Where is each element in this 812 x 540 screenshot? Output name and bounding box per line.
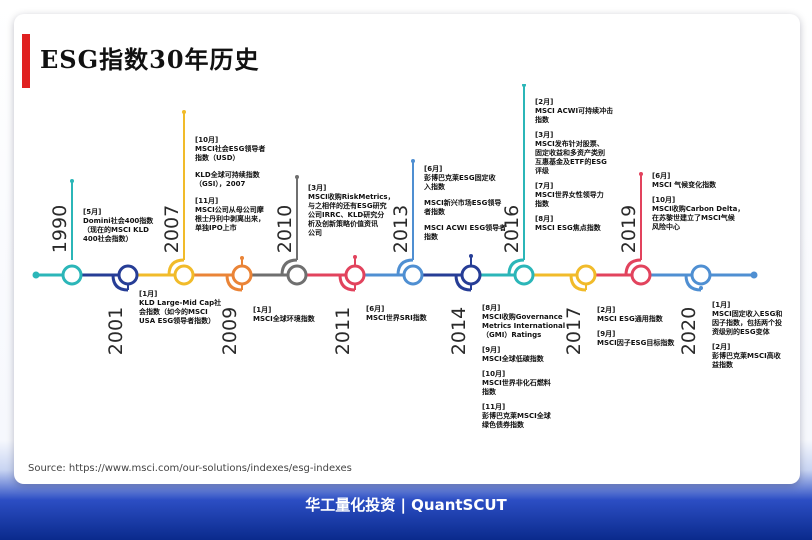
page-title: ESG指数30年历史 <box>40 45 260 74</box>
milestone-node <box>231 264 253 286</box>
content-card <box>14 14 800 484</box>
node-arc <box>338 274 356 292</box>
connector-end-dot <box>240 256 244 260</box>
milestone-year: 2020 <box>678 306 700 356</box>
connector-end-dot <box>295 175 299 179</box>
connector-end-dot <box>522 84 526 87</box>
milestone-node <box>286 264 308 286</box>
milestone-event: KLD全球可持续指数 （GSI），2007 <box>195 171 260 188</box>
node-arc <box>569 274 587 292</box>
node-arc <box>396 258 414 276</box>
milestone-event: [10月] MSCI世界非化石燃料 指数 <box>482 370 551 396</box>
milestone-year: 2010 <box>274 204 296 254</box>
milestone-year: 2001 <box>105 306 127 356</box>
connector-end-dot <box>699 286 703 290</box>
node-arc <box>280 258 298 276</box>
milestone-year: 2013 <box>390 204 412 254</box>
milestone-event: [2月] 彭博巴克莱MSCI高收 益指数 <box>712 343 781 369</box>
milestone-node <box>344 264 366 286</box>
milestone-node <box>513 264 535 286</box>
milestone-node <box>173 264 195 286</box>
milestone-node <box>690 264 712 286</box>
milestone-event: [1月] MSCI全球环境指数 <box>253 306 315 323</box>
milestone-event: [8月] MSCI收购Governance Metrics Internatio… <box>482 304 566 339</box>
source-note: Source: https://www.msci.com/our-solutio… <box>28 463 352 474</box>
milestone-event: MSCI ACWI ESG领导者 指数 <box>424 224 507 241</box>
milestone-event: [7月] MSCI世界女性领导力 指数 <box>535 182 604 208</box>
esg-timeline: 1990 [5月] Domini社会400指数 （现在的MSCI KLD 400社… <box>22 84 792 460</box>
milestone-event: [6月] MSCI 气候变化指数 <box>652 172 717 189</box>
milestone-event: [6月] MSCI世界SRI指数 <box>366 305 427 322</box>
milestone-event: [2月] MSCI ACWI可持续冲击 指数 <box>535 98 614 124</box>
milestone-event: [2月] MSCI ESG通用指数 <box>597 306 663 323</box>
milestone-year: 2011 <box>332 306 354 356</box>
title-accent-bar <box>22 34 30 88</box>
node-arc <box>167 258 185 276</box>
connector-end-dot <box>411 159 415 163</box>
connector-end-dot <box>70 179 74 183</box>
milestone-year: 2016 <box>501 204 523 254</box>
milestone-node <box>630 264 652 286</box>
milestone-node <box>402 264 424 286</box>
milestone-event: [3月] MSCI发布针对股票、 固定收益和多资产类别 互惠基金及ETF的ESG… <box>535 131 607 175</box>
milestone-event: [9月] MSCI因子ESG目标指数 <box>597 330 675 347</box>
node-arc <box>111 274 129 292</box>
milestone-year: 1990 <box>49 204 71 254</box>
node-arc <box>684 274 702 292</box>
timeline-graphic <box>32 84 758 292</box>
milestone-event: MSCI新兴市场ESG领导 者指数 <box>424 199 502 216</box>
connector-end-dot <box>639 172 643 176</box>
milestone-year: 2019 <box>618 204 640 254</box>
milestone-year: 2014 <box>448 306 470 356</box>
milestone-event: [3月] MSCI收购RiskMetrics， 与之相伴的还有ESG研究 公司I… <box>308 184 395 237</box>
milestone-node <box>117 264 139 286</box>
node-arc <box>507 258 525 276</box>
connector-end-dot <box>182 110 186 114</box>
axis-start-dot <box>32 271 40 279</box>
milestone-node <box>61 264 83 286</box>
milestone-event: [1月] KLD Large-Mid Cap社 会指数（如今的MSCI USA … <box>139 290 222 325</box>
connector-end-dot <box>353 255 357 259</box>
footer-brand: 华工量化投资 | QuantSCUT <box>305 496 507 514</box>
node-arc <box>454 274 472 292</box>
milestone-event: [10月] MSCI收购Carbon Delta， 在苏黎世建立了MSCI气候 … <box>652 196 745 231</box>
milestone-event: [6月] 彭博巴克莱ESG固定收 入指数 <box>424 165 496 191</box>
milestone-event: [1月] MSCI固定收入ESG和 因子指数，包括两个投 资级别的ESG变体 <box>712 301 783 336</box>
milestone-event: [10月] MSCI社会ESG领导者 指数（USD） <box>195 136 266 162</box>
milestone-year: 2009 <box>219 306 241 356</box>
milestone-event: [11月] 彭博巴克莱MSCI全球 绿色债券指数 <box>482 403 551 429</box>
milestone-node <box>575 264 597 286</box>
connector-end-dot <box>469 254 473 258</box>
node-arc <box>624 258 642 276</box>
node-arc <box>225 274 243 292</box>
milestone-node <box>460 264 482 286</box>
milestone-event: [9月] MSCI全球低碳指数 <box>482 346 544 363</box>
milestone-event: [8月] MSCI ESG焦点指数 <box>535 215 601 232</box>
axis-end-dot <box>750 271 758 279</box>
milestone-event: [11月] MSCI公司从母公司摩 根士丹利中剥离出来， 单独IPO上市 <box>195 197 265 232</box>
milestone-year: 2017 <box>563 306 585 356</box>
milestone-event: [5月] Domini社会400指数 （现在的MSCI KLD 400社会指数） <box>83 208 154 243</box>
milestone-year: 2007 <box>161 204 183 254</box>
